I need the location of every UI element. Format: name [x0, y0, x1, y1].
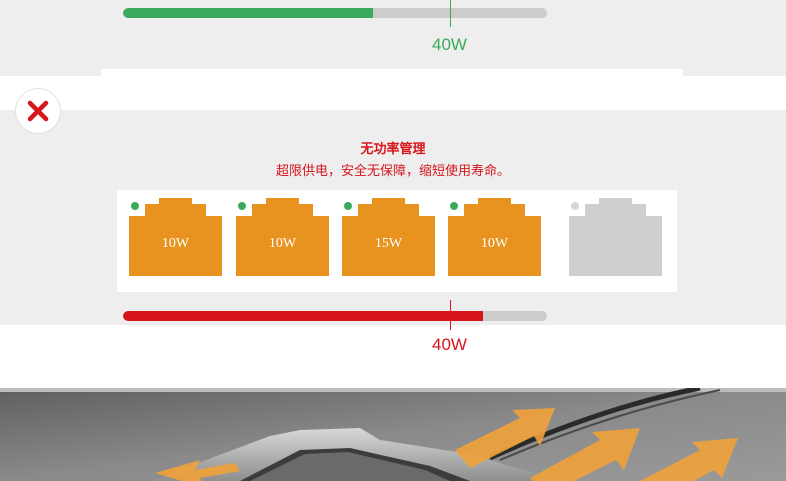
- ethernet-port: 15W: [342, 198, 435, 276]
- port-led-icon: [344, 202, 352, 210]
- red-x-icon: [16, 89, 60, 133]
- port-wattage: 10W: [480, 236, 509, 251]
- bottom-panel-card-bottom: [101, 325, 683, 366]
- top-power-bar: [123, 8, 547, 18]
- port-wattage: 10W: [268, 236, 297, 251]
- bottom-panel-card-top: [101, 69, 683, 110]
- port-wattage: 15W: [374, 236, 403, 251]
- port-led-icon: [571, 202, 579, 210]
- switch-device-with-heat-arrows-icon: [0, 388, 786, 481]
- top-power-bar-fill: [123, 8, 374, 18]
- port-row: 10W 10W 15W 10W: [117, 190, 677, 292]
- bottom-power-bar-fill: [123, 311, 484, 321]
- port-led-icon: [238, 202, 246, 210]
- ethernet-port: 10W: [236, 198, 329, 276]
- top-limit-marker: [450, 0, 451, 27]
- panel-subtitle: 超限供电，安全无保障，缩短使用寿命。: [275, 164, 510, 179]
- ethernet-port: 10W: [129, 198, 222, 276]
- ethernet-port: 10W: [448, 198, 541, 276]
- bottom-limit-marker: [450, 300, 451, 330]
- port-led-icon: [450, 202, 458, 210]
- port-wattage: 10W: [161, 236, 190, 251]
- bottom-power-bar: [123, 311, 547, 321]
- top-limit-label: 40W: [432, 35, 467, 54]
- ethernet-port: [569, 198, 662, 276]
- bottom-limit-label: 40W: [432, 335, 467, 354]
- port-led-icon: [131, 202, 139, 210]
- panel-title: 无功率管理: [360, 142, 426, 157]
